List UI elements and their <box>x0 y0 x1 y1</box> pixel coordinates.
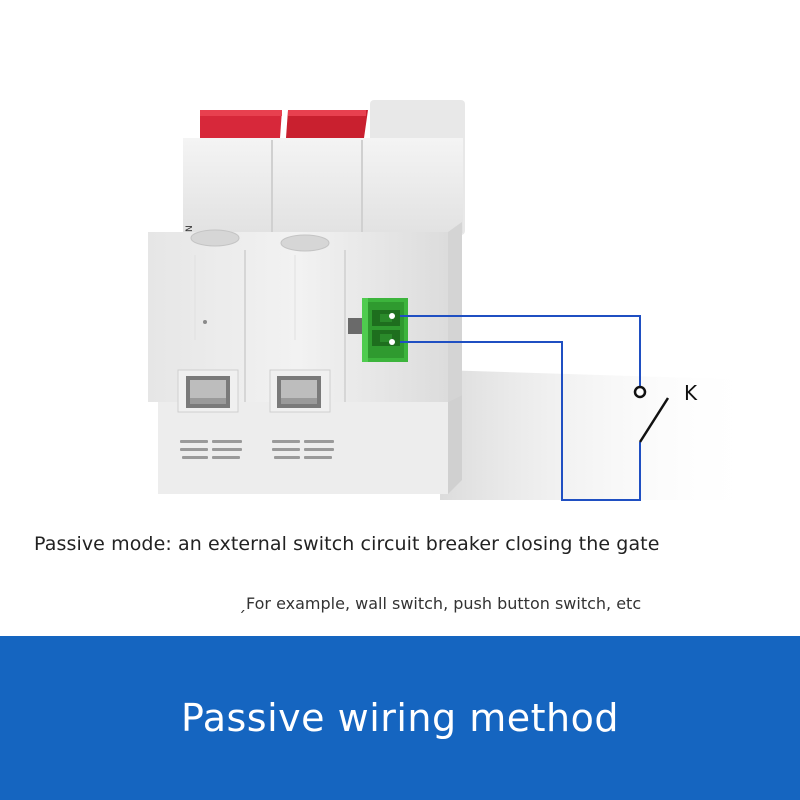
terminal-dot-bottom <box>389 339 395 345</box>
indicator-dot <box>203 320 207 324</box>
breaker-handle-left <box>200 110 282 138</box>
vent-right <box>272 440 334 459</box>
wire-port-left <box>177 369 239 413</box>
breaker-shadow <box>440 370 760 500</box>
wire-top <box>400 315 641 388</box>
vent-left <box>180 440 242 459</box>
circuit-breaker: N <box>148 100 465 494</box>
breaker-handle-right <box>286 110 368 138</box>
switch-symbol: K <box>633 381 698 443</box>
side-slot <box>348 318 362 334</box>
wiring-diagram <box>400 315 641 501</box>
terminal-dot-top <box>389 313 395 319</box>
footer-banner: Passive wiring method <box>0 636 800 800</box>
terminal-block <box>362 298 408 362</box>
switch-label: K <box>684 381 698 405</box>
wire-port-right <box>269 369 331 413</box>
footer-title: Passive wiring method <box>181 696 619 740</box>
caption-passive-mode: Passive mode: an external switch circuit… <box>34 533 660 555</box>
caption-example: ˏFor example, wall switch, push button s… <box>238 594 642 613</box>
terminal-marking: N <box>185 225 195 232</box>
switch-contact <box>633 385 647 399</box>
screw-hole-left <box>190 229 240 247</box>
wire-bottom <box>400 341 641 501</box>
switch-lever <box>638 397 670 443</box>
screw-hole-right <box>280 234 330 252</box>
breaker-top-step <box>183 138 463 233</box>
